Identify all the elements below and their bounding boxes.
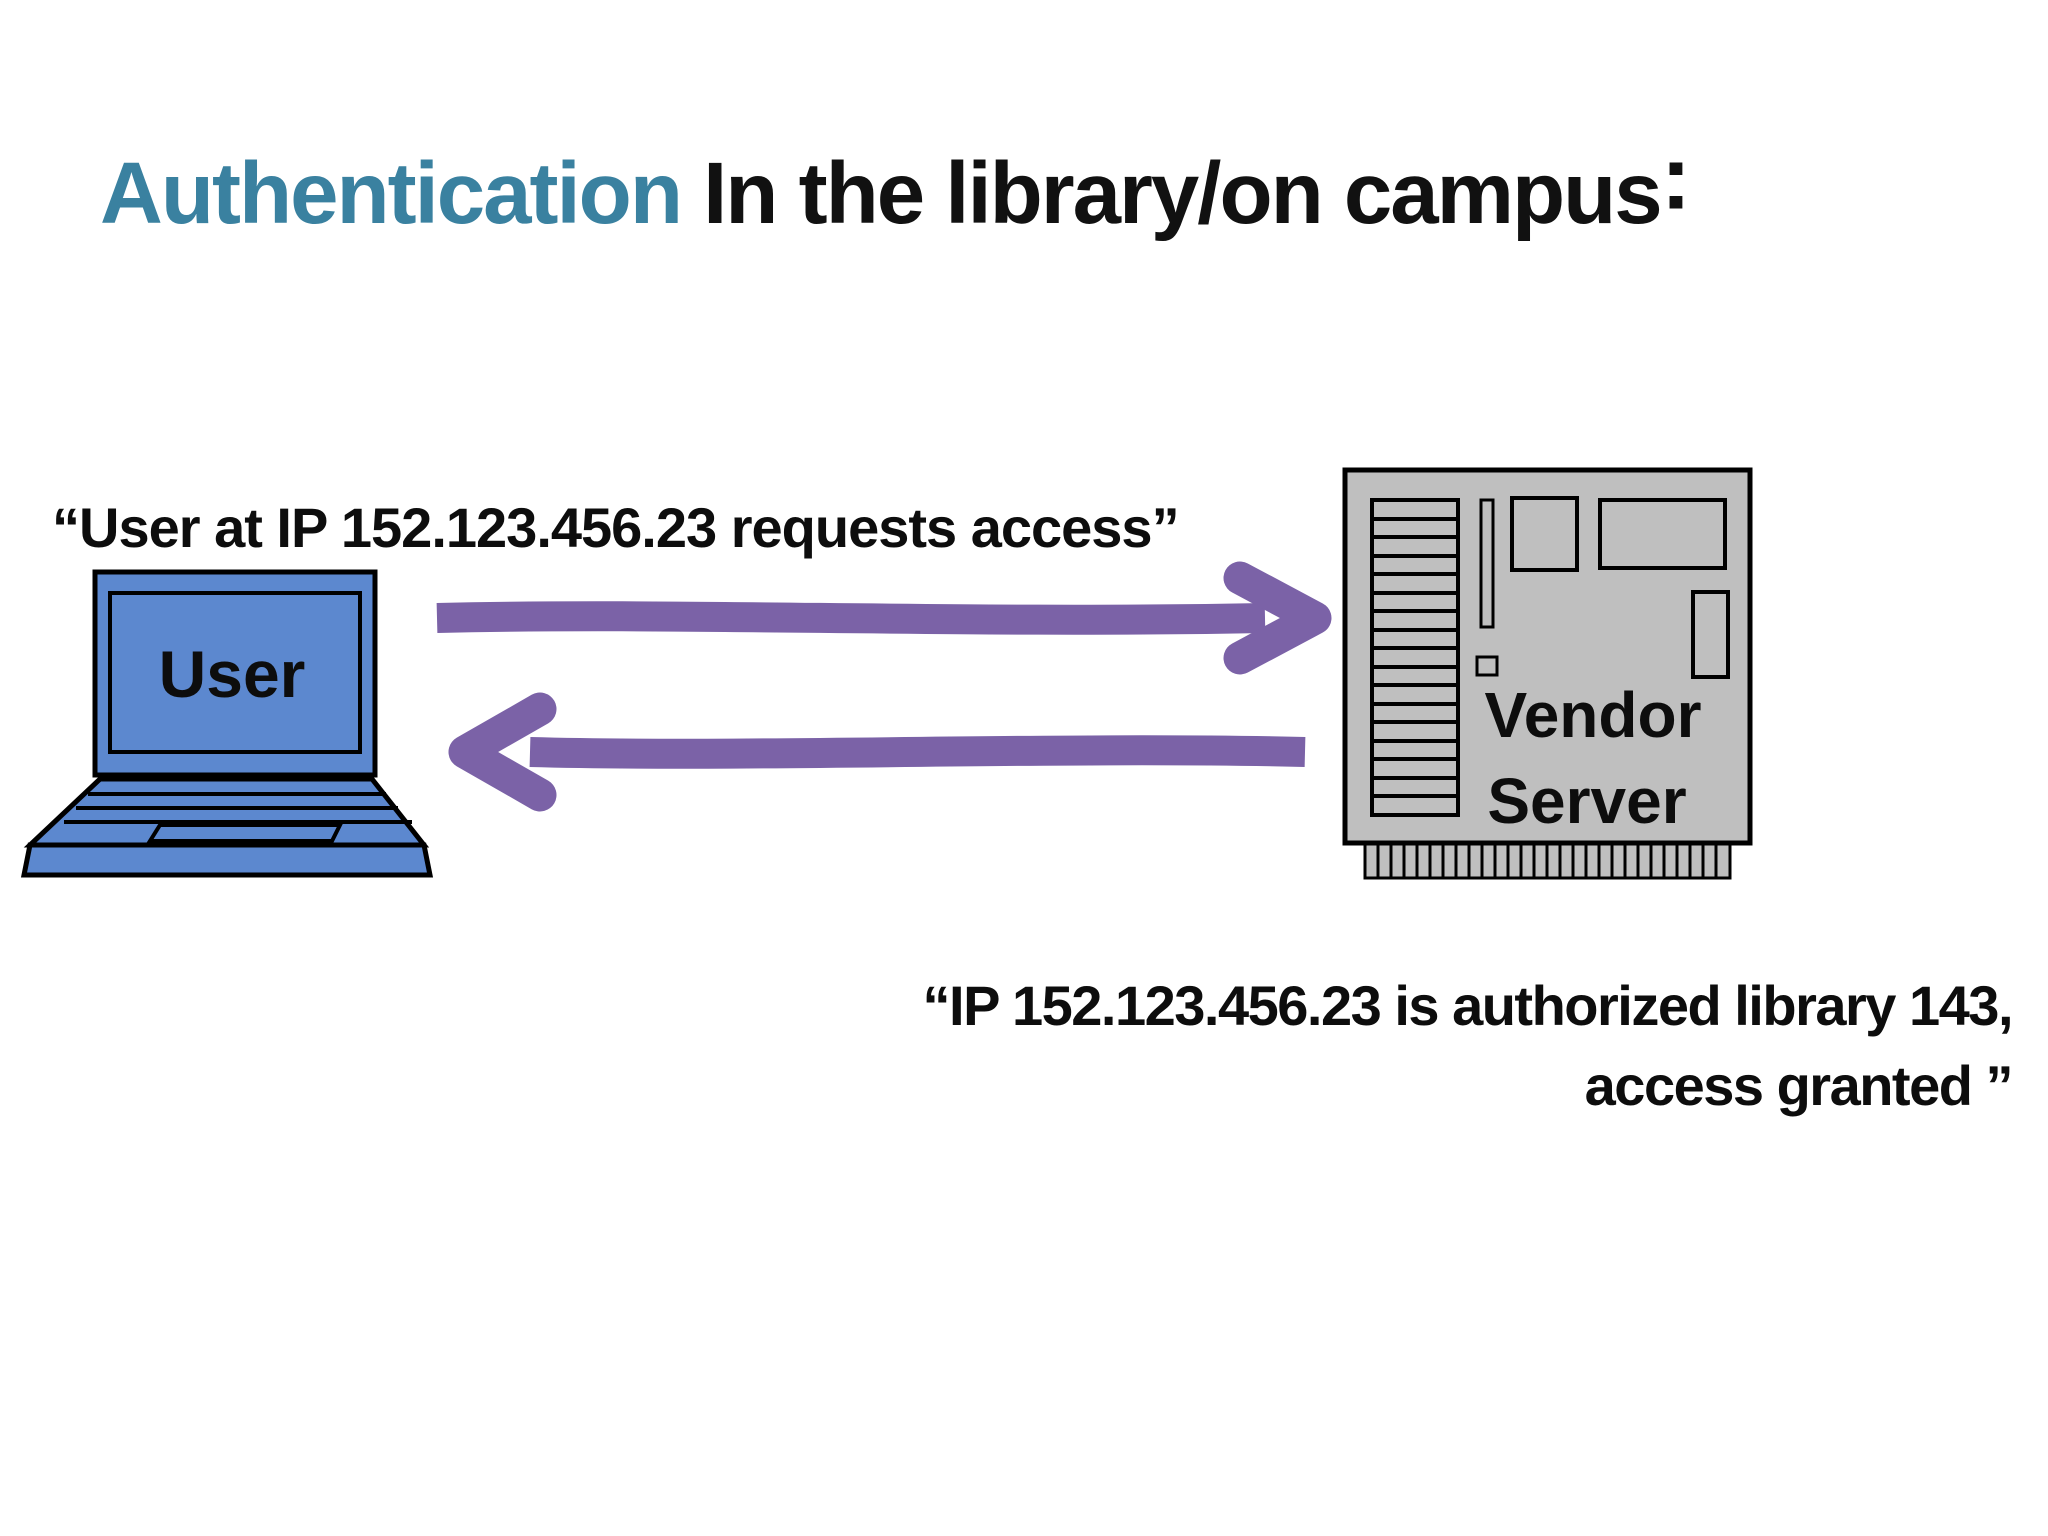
laptop-shapes (20, 569, 434, 878)
title-accent: Authentication (100, 145, 683, 242)
server-label-line1: Vendor (1485, 679, 1702, 751)
laptop-screen (108, 591, 362, 754)
server-component-square (1510, 496, 1579, 572)
vendor-server-icon: Vendor Server (1342, 467, 1753, 880)
title-colon: : (1660, 126, 1691, 229)
title-rest: In the library/on campus (680, 145, 1663, 242)
server-label-line2: Server (1487, 765, 1686, 837)
user-label: User (159, 637, 306, 711)
server-component-small (1475, 655, 1499, 677)
laptop-base (20, 842, 434, 878)
server-memory-bank (1370, 498, 1460, 817)
laptop-key-rows (64, 792, 412, 824)
server-component-slot (1479, 498, 1495, 629)
response-arrow-icon (448, 692, 1306, 812)
response-message-label: “IP 152.123.456.23 is authorized library… (922, 966, 2014, 1126)
request-arrow-shaft (436, 601, 1266, 635)
response-arrow-shaft (529, 735, 1306, 769)
request-arrow-icon (436, 561, 1332, 675)
request-message-label: “User at IP 152.123.456.23 requests acce… (52, 496, 1180, 559)
server-component-wide (1598, 498, 1727, 570)
arrows-layer (436, 561, 1332, 812)
server-component-tall (1691, 590, 1730, 679)
page-title: Authentication In the library/on campus: (100, 126, 1691, 245)
laptop-spacebar (146, 823, 344, 843)
server-shapes (1342, 467, 1753, 880)
response-message-line2: access granted ” (1584, 1054, 2014, 1117)
server-memory-stripes (1372, 517, 1458, 798)
request-arrow-head (1223, 561, 1332, 675)
server-pin-dividers (1376, 838, 1718, 878)
response-message-line1: “IP 152.123.456.23 is authorized library… (922, 974, 2014, 1037)
user-laptop-icon: User (20, 569, 434, 878)
response-arrow-head (448, 692, 557, 812)
